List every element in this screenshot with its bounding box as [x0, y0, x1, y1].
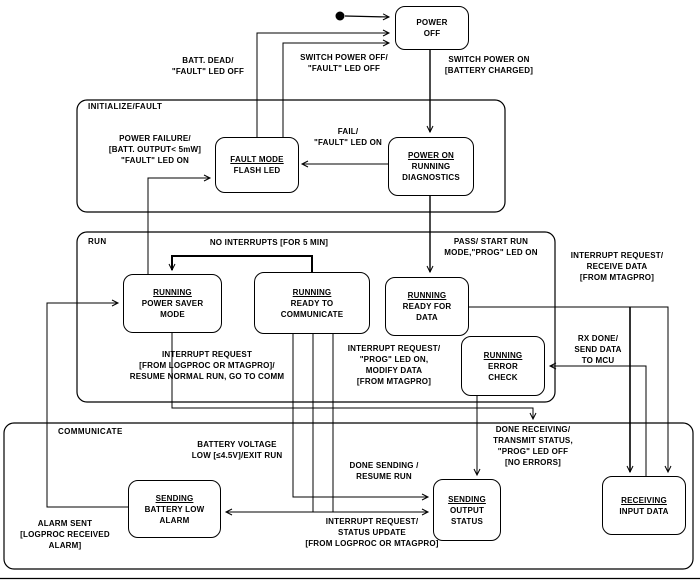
region-run-box — [76, 231, 556, 403]
state-title: RUNNING — [483, 350, 523, 360]
state-subtitle: POWER SAVER MODE — [141, 299, 204, 319]
state-sending-battery-low-alarm: SENDING BATTERY LOW ALARM — [128, 480, 221, 538]
state-subtitle: RUNNING DIAGNOSTICS — [402, 162, 460, 182]
edge-alarm-sent — [46, 299, 128, 508]
state-subtitle: FLASH LED — [233, 166, 281, 175]
edge-done-sending — [292, 332, 430, 501]
transition-label-interrupt-modify: INTERRUPT REQUEST/ "PROG" LED ON, MODIFY… — [347, 344, 441, 386]
state-subtitle: READY TO COMMUNICATE — [280, 298, 344, 319]
region-communicate-box — [3, 422, 694, 570]
transition-label-interrupt-receive: INTERRUPT REQUEST/ RECEIVE DATA [FROM MT… — [570, 251, 664, 282]
region-label-initialize-fault: INITIALIZE/FAULT — [88, 102, 163, 111]
state-title: RUNNING — [153, 288, 192, 297]
state-subtitle: READY FOR DATA — [402, 302, 452, 322]
transition-label-switch-power-off: SWITCH POWER OFF/ "FAULT" LED OFF — [300, 53, 388, 73]
region-label-communicate: COMMUNICATE — [58, 427, 123, 436]
state-title: POWER ON — [407, 151, 455, 160]
transition-label-switch-power-on: SWITCH POWER ON [BATTERY CHARGED] — [444, 55, 534, 75]
state-power-off: POWER OFF — [395, 6, 469, 50]
transition-label-power-failure: POWER FAILURE/ [BATT. OUTPUT< 5mW] "FAUL… — [108, 134, 202, 165]
edge-no-interrupts — [168, 255, 313, 272]
state-running-error-check: RUNNING ERROR CHECK — [461, 336, 545, 396]
transition-label-rx-done: RX DONE/ SEND DATA TO MCU — [574, 334, 622, 365]
state-title: SENDING — [448, 494, 486, 504]
state-running-ready-to-communicate: RUNNING READY TO COMMUNICATE — [254, 272, 370, 334]
state-title: SENDING — [155, 493, 194, 503]
transition-label-alarm-sent: ALARM SENT [LOGPROC RECEIVED ALARM] — [20, 519, 110, 550]
edge-interrupt-receive — [467, 306, 672, 474]
edge-switch-power-off — [282, 39, 391, 137]
state-subtitle: BATTERY LOW ALARM — [144, 504, 205, 525]
edge-interrupt-resume — [171, 331, 537, 421]
transition-label-fail: FAIL/ "FAULT" LED ON — [313, 127, 382, 147]
state-title: RUNNING — [407, 291, 447, 300]
transition-label-interrupt-status: INTERRUPT REQUEST/ STATUS UPDATE [FROM L… — [305, 517, 439, 548]
state-title: FAULT MODE — [230, 155, 284, 164]
transition-label-pass: PASS/ START RUN MODE,"PROG" LED ON — [444, 237, 538, 257]
edge-power-failure — [147, 174, 212, 274]
state-title: RUNNING — [292, 287, 332, 297]
state-receiving-input-data: RECEIVING INPUT DATA — [602, 476, 686, 535]
transition-label-batt-dead: BATT. DEAD/ "FAULT" LED OFF — [171, 56, 245, 76]
transition-label-no-interrupts: NO INTERRUPTS [FOR 5 MIN] — [209, 238, 329, 247]
state-power-off-text: POWER OFF — [416, 18, 448, 38]
state-subtitle: INPUT DATA — [619, 506, 669, 516]
state-subtitle: OUTPUT STATUS — [449, 505, 485, 526]
transition-label-battery-voltage-low: BATTERY VOLTAGE LOW [≤4.5V]/EXIT RUN — [191, 440, 283, 460]
state-title: RECEIVING — [621, 495, 667, 505]
edge-interrupt-status — [312, 332, 430, 516]
state-fault-mode: FAULT MODE FLASH LED — [215, 137, 299, 193]
transition-label-done-sending: DONE SENDING / RESUME RUN — [349, 461, 419, 481]
region-initialize-fault-box — [76, 99, 506, 213]
transition-label-done-receiving: DONE RECEIVING/ TRANSMIT STATUS, "PROG" … — [493, 425, 573, 467]
state-power-on: POWER ON RUNNING DIAGNOSTICS — [388, 137, 474, 196]
initial-state-dot — [335, 11, 345, 21]
edge-initial — [344, 13, 391, 21]
state-running-power-saver: RUNNING POWER SAVER MODE — [123, 274, 222, 333]
state-sending-output-status: SENDING OUTPUT STATUS — [433, 479, 501, 541]
transition-label-interrupt-resume: INTERRUPT REQUEST [FROM LOGPROC OR MTAGP… — [129, 350, 285, 381]
state-running-ready-for-data: RUNNING READY FOR DATA — [385, 277, 469, 336]
region-label-run: RUN — [88, 237, 107, 246]
edge-rx-done — [548, 362, 647, 476]
edge-batt-dead — [256, 29, 391, 137]
state-subtitle: ERROR CHECK — [488, 361, 518, 382]
